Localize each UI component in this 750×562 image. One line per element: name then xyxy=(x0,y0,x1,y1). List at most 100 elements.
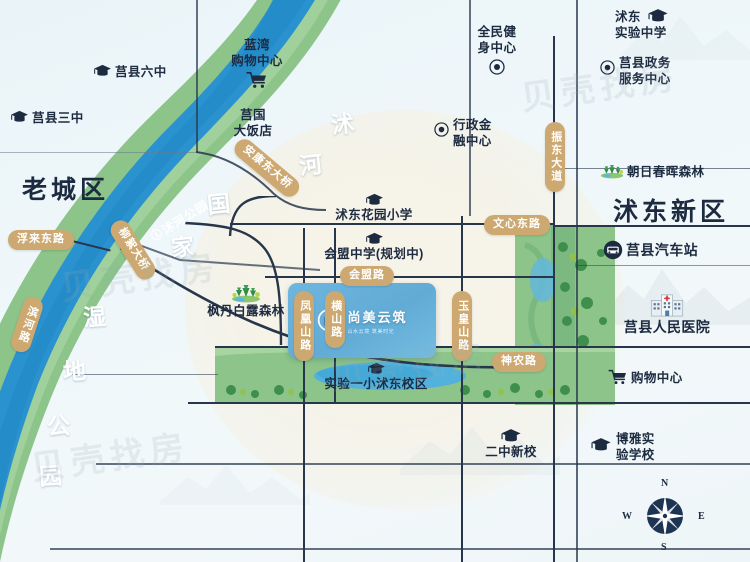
poi-label-line1: 博雅实 xyxy=(616,432,655,446)
road-vertical-1 xyxy=(196,0,198,152)
road-huimeng-lu xyxy=(265,276,555,279)
road-pill-yuhuangshan-lu[interactable]: 玉皇山路 xyxy=(452,291,472,361)
project-name: 尚美云筑 xyxy=(347,309,408,325)
dot-icon xyxy=(434,122,449,137)
poi-chaori-chunhui-forest[interactable]: 朝日春晖森林 xyxy=(600,163,704,181)
dot-icon xyxy=(600,60,615,75)
poi-label-line2: 身中心 xyxy=(477,40,517,55)
road-horizontal-right-1 xyxy=(553,168,750,170)
road-vertical-2 xyxy=(469,0,471,216)
dot-icon xyxy=(489,59,505,75)
poi-huimeng-middle-school[interactable]: 会盟中学(规划中) xyxy=(318,232,430,263)
poi-label-line2: 验学校 xyxy=(616,447,655,462)
river-char-6: 地 xyxy=(62,357,90,385)
poi-juxian-liuzhong[interactable]: 莒县六中 xyxy=(93,64,167,81)
compass-north-label: N xyxy=(661,478,669,489)
poi-label: 枫丹白露森林 xyxy=(207,304,285,318)
hospital-icon xyxy=(650,294,684,317)
road-curve-northwest xyxy=(185,221,283,345)
poi-juxian-government-service-center[interactable]: 莒县政务 服务中心 xyxy=(600,56,692,87)
road-yuhuangshan xyxy=(461,216,464,562)
school-icon xyxy=(501,429,521,442)
school-icon xyxy=(365,232,383,244)
road-pill-shennong-lu[interactable]: 神农路 xyxy=(492,352,546,372)
forest-icon xyxy=(600,165,624,179)
poi-label-line2: 大饭店 xyxy=(233,123,273,138)
poi-label-line2: 服务中心 xyxy=(619,71,671,86)
road-shennong-north xyxy=(215,346,750,349)
compass-icon xyxy=(644,495,686,537)
river-char-5: 湿 xyxy=(82,303,110,331)
poi-shudong-huayuan-primary-school[interactable]: 沭东花园小学 xyxy=(328,193,420,224)
poi-label-line1: 行政金 xyxy=(453,118,492,132)
compass-rose: N S E W xyxy=(620,478,710,553)
road-horizontal-right-2 xyxy=(553,225,750,227)
road-zhendong-dadao xyxy=(553,36,556,562)
poi-shiyan-yixiao-shudong-campus[interactable]: 实验一小沭东校区 xyxy=(316,362,436,393)
poi-label: 朝日春晖森林 xyxy=(627,165,705,179)
school-icon xyxy=(648,9,668,22)
poi-juxian-sanzhong[interactable]: 莒县三中 xyxy=(10,110,84,127)
pin-icon xyxy=(151,229,163,241)
bus-icon xyxy=(603,240,623,260)
road-diagonal-bridge-link xyxy=(196,151,326,211)
road-pill-wenxin-donglu[interactable]: 文心东路 xyxy=(484,215,550,235)
road-wenxin-donglu xyxy=(230,223,555,226)
road-shennong-south xyxy=(188,402,750,405)
cart-icon xyxy=(246,72,266,89)
poi-label-line1: 沭东 xyxy=(615,10,641,24)
poi-label-line2: 实验中学 xyxy=(615,25,667,40)
cart-icon xyxy=(608,369,626,385)
road-pill-huimeng-lu[interactable]: 会盟路 xyxy=(340,266,394,286)
road-horizontal-lower xyxy=(96,463,750,465)
poi-shopping-center[interactable]: 购物中心 xyxy=(608,369,683,387)
river-char-2: 河 xyxy=(297,150,326,180)
compass-south-label: S xyxy=(661,542,667,553)
poi-lanwan-shopping-center[interactable]: 蓝湾 购物中心 xyxy=(222,38,292,94)
poi-administrative-financial-center[interactable]: 行政金 融中心 xyxy=(434,118,514,149)
road-pill-fenghuangshan-lu[interactable]: 凤凰山路 xyxy=(294,291,314,361)
park-label-shuhe-gongyuan: 沭河公园 xyxy=(147,196,211,245)
poi-label: 莒县三中 xyxy=(32,111,84,125)
poi-quanmin-fitness-center[interactable]: 全民健 身中心 xyxy=(468,25,526,80)
road-horizontal-upper-left xyxy=(0,152,200,154)
poi-juxian-peoples-hospital[interactable]: 莒县人民医院 xyxy=(608,293,726,337)
school-icon xyxy=(591,438,611,451)
road-pill-zhendong-dadao[interactable]: 振东大道 xyxy=(545,122,565,192)
district-label-laochengqu: 老城区 xyxy=(22,176,110,204)
compass-west-label: W xyxy=(622,511,632,522)
district-label-shudongxinqu: 沭东新区 xyxy=(613,198,730,226)
compass-east-label: E xyxy=(698,511,705,522)
poi-label: 购物中心 xyxy=(631,371,683,385)
school-icon xyxy=(365,193,383,205)
poi-label-line1: 全民健 xyxy=(477,25,517,39)
poi-juxian-bus-station[interactable]: 莒县汽车站 xyxy=(603,240,698,260)
poi-label: 莒县六中 xyxy=(115,65,167,79)
school-icon xyxy=(94,64,111,76)
poi-label-line1: 莒国 xyxy=(240,108,266,122)
poi-erzhong-new-campus[interactable]: 二中新校 xyxy=(475,428,547,461)
river-char-8: 园 xyxy=(38,462,66,490)
poi-label: 实验一小沭东校区 xyxy=(324,377,428,391)
poi-juguo-hotel[interactable]: 莒国 大饭店 xyxy=(222,108,284,139)
poi-label-line2: 购物中心 xyxy=(231,53,283,68)
school-icon xyxy=(11,110,28,122)
road-pill-hengshan-lu[interactable]: 横山路 xyxy=(325,291,345,348)
road-vertical-3 xyxy=(576,0,578,562)
road-horizontal-park xyxy=(68,374,218,376)
river-char-7: 公 xyxy=(46,412,74,440)
poi-boya-experimental-school[interactable]: 博雅实 验学校 xyxy=(590,432,676,463)
poi-label-line1: 蓝湾 xyxy=(244,38,270,52)
poi-shudong-experimental-middle-school[interactable]: 沭东 实验中学 xyxy=(615,8,707,41)
road-curve-wenxin-corner xyxy=(228,196,277,236)
poi-label: 沭东花园小学 xyxy=(335,208,413,222)
poi-label: 莒县人民医院 xyxy=(623,319,711,335)
poi-fengdan-bailu-forest[interactable]: 枫丹白露森林 xyxy=(198,283,294,320)
river-char-3: 国 xyxy=(205,189,234,219)
poi-label: 二中新校 xyxy=(485,445,537,459)
road-pill-fulai-donglu[interactable]: 浮来东路 xyxy=(8,230,74,250)
poi-label-line1: 莒县政务 xyxy=(619,56,671,70)
poi-label: 会盟中学(规划中) xyxy=(324,247,424,261)
project-tagline: 山水云境 筑美时光 xyxy=(347,328,395,335)
